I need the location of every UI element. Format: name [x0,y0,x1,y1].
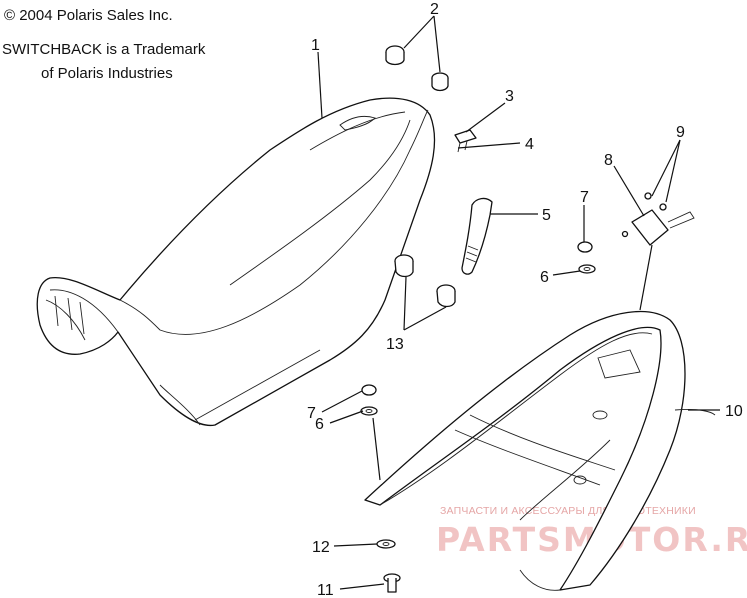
callout-2: 2 [430,1,439,18]
copyright-text: © 2004 Polaris Sales Inc. [4,7,173,24]
bolt-part-11 [383,573,401,593]
callout-9: 9 [676,124,685,141]
seat-part [36,97,436,427]
clip-part-3 [454,129,477,153]
callout-1: 1 [311,37,320,54]
callout-10: 10 [725,403,743,420]
rack-part-10 [364,310,716,591]
latch-part-8 [621,192,695,246]
bumper-part-13 [394,254,456,308]
strap-part-5 [461,197,493,275]
callout-4: 4 [525,136,534,153]
grommet-part-2 [385,45,449,92]
callout-8: 8 [604,152,613,169]
nut-washer-left [360,384,378,416]
watermark-subtitle: ЗАПЧАСТИ И АКСЕССУАРЫ ДЛЯ МОТОТЕХНИКИ [440,505,696,517]
nut-washer-right [577,241,596,274]
callout-6-left: 6 [315,416,324,433]
callout-12: 12 [312,539,330,556]
callout-7-right: 7 [580,189,589,206]
callout-labels: 1 2 3 4 5 6 7 8 9 10 11 12 13 6 7 [307,1,743,598]
washer-part-12 [376,539,396,549]
callout-5: 5 [542,207,551,224]
leader-lines [317,15,720,590]
callout-7-left: 7 [307,405,316,422]
callout-11: 11 [317,582,334,598]
trademark-text-line-1: SWITCHBACK is a Trademark [2,41,206,58]
callout-3: 3 [505,88,514,105]
trademark-text-line-2: of Polaris Industries [41,65,173,82]
callout-13: 13 [386,336,404,353]
callout-6-right: 6 [540,269,549,286]
